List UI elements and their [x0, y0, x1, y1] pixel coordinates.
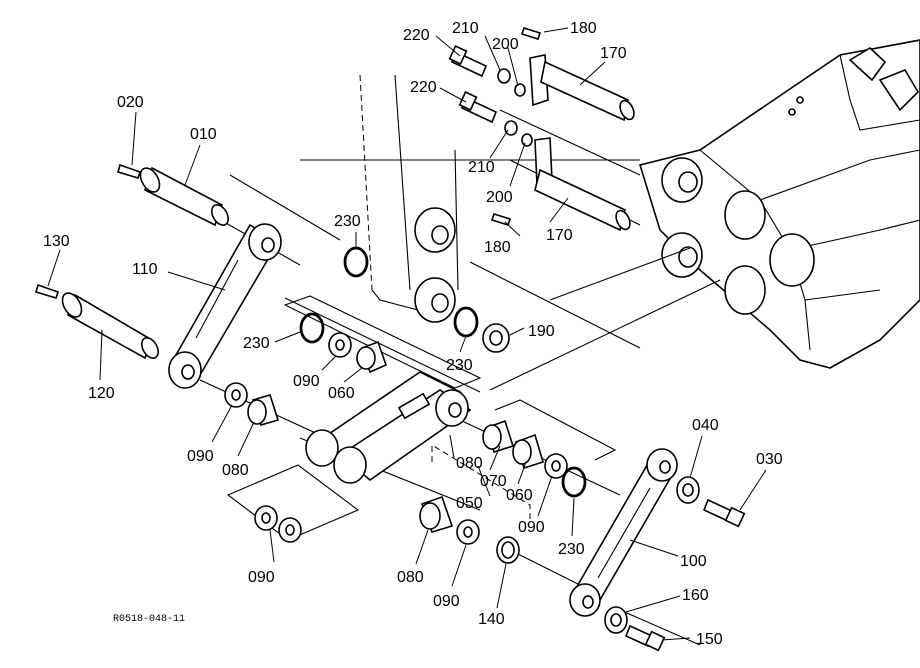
part-label: 180	[484, 239, 511, 256]
part-label: 130	[43, 233, 70, 250]
part-label: 220	[410, 79, 437, 96]
pin-010	[117, 163, 229, 227]
part-label: 080	[456, 455, 483, 472]
part-label: 160	[682, 587, 709, 604]
part-label: 230	[334, 213, 361, 230]
part-label: 230	[243, 335, 270, 352]
bolts	[448, 27, 746, 652]
part-label: 050	[456, 495, 483, 512]
part-label: 110	[132, 261, 158, 278]
leader-lines	[47, 27, 767, 641]
part-label: 150	[696, 631, 723, 648]
pin-120	[35, 283, 159, 360]
part-label: 230	[446, 357, 473, 374]
part-label: 090	[187, 448, 214, 465]
part-label: 060	[328, 385, 355, 402]
part-label: 070	[480, 473, 507, 490]
part-label: 020	[117, 94, 144, 111]
part-label: 040	[692, 417, 719, 434]
part-label: 120	[88, 385, 115, 402]
assembly-axis-lines	[149, 109, 721, 646]
part-labels: 020 010 130 110 120 220 210 200 180 170 …	[43, 20, 783, 648]
bucket-drawing	[638, 39, 920, 369]
link-100	[569, 448, 678, 617]
pins-170	[529, 54, 635, 232]
part-label: 190	[528, 323, 555, 340]
arm-drawing	[300, 74, 640, 323]
part-label: 210	[468, 159, 495, 176]
part-label: 080	[222, 462, 249, 479]
part-label: 230	[558, 541, 585, 558]
part-label: 080	[397, 569, 424, 586]
part-label: 140	[478, 611, 505, 628]
part-label: 180	[570, 20, 597, 37]
link-110	[168, 223, 282, 389]
part-label: 090	[518, 519, 545, 536]
part-label: 090	[293, 373, 320, 390]
yoke-link	[305, 371, 472, 484]
part-label: 060	[506, 487, 533, 504]
part-label: 090	[433, 593, 460, 610]
part-label: 200	[486, 189, 513, 206]
bushings-and-washers	[224, 323, 700, 634]
part-label: 210	[452, 20, 479, 37]
drawing-code: R0518-048-11	[113, 614, 185, 625]
part-label: 200	[492, 36, 519, 53]
part-label: 090	[248, 569, 275, 586]
part-label: 170	[600, 45, 627, 62]
part-label: 220	[403, 27, 430, 44]
part-label: 030	[756, 451, 783, 468]
part-label: 100	[680, 553, 707, 570]
part-label: 010	[190, 126, 217, 143]
part-label: 170	[546, 227, 573, 244]
